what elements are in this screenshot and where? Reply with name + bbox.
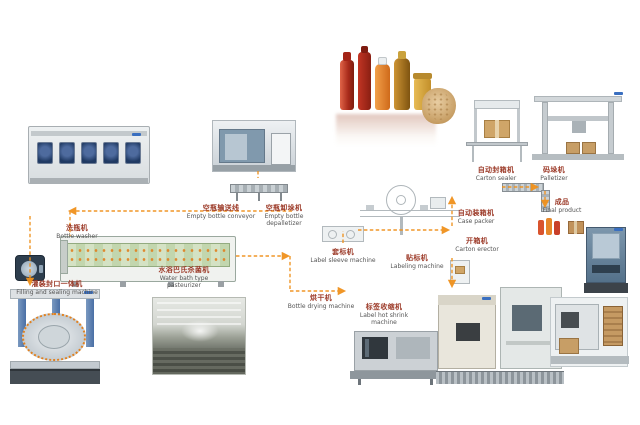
label-final-product: 成品 Final product — [542, 198, 582, 214]
carton-erector-photo — [550, 297, 629, 367]
brand-logo — [614, 228, 623, 231]
pressure-gauge-icon — [15, 255, 45, 281]
label-case-packer: 自动装箱机 Case packer — [457, 209, 495, 225]
bottles-inside — [68, 246, 228, 264]
product-bottle-icon — [554, 221, 560, 235]
product-bottles-photo — [328, 46, 448, 150]
label-filling-sealing-machine: 灌装封口一体机 Filling and sealing machine — [16, 280, 98, 296]
bottle-red-tall — [340, 60, 354, 110]
carton-erector-lineart — [449, 258, 473, 288]
label-palletizer: 码垛机 Palletizer — [540, 166, 568, 182]
label-bottle-washer-zh: 洗瓶机 — [66, 224, 88, 232]
label-labeling-machine: 贴标机 Labeling machine — [390, 254, 444, 270]
bottle-washer-machine — [28, 126, 150, 184]
inspection-conveyor-lineart — [360, 182, 460, 244]
bottles-reflection — [336, 114, 436, 146]
label-hot-shrink-machine: 标签收缩机 Label hot shrink machine — [359, 303, 409, 327]
grains-photo — [420, 86, 458, 126]
product-bottle-icon — [546, 218, 552, 235]
washer-window — [81, 142, 97, 164]
turret-circle — [386, 185, 416, 215]
label-carton-erector: 开箱机 Carton erector — [455, 237, 499, 253]
label-water-bath-pasteurizer: 水浴巴氏杀菌机 Water bath type pasteurizer — [158, 266, 210, 290]
palletizer-gripper — [572, 121, 586, 133]
packing-machine-photo — [584, 225, 628, 293]
empty-bottle-depalletizer-photo — [212, 120, 296, 172]
bottle-amber — [394, 58, 410, 110]
label-bottle-drying-machine: 烘干机 Bottle drying machine — [287, 294, 355, 310]
label-shrink-machine-photo — [350, 325, 442, 385]
carton-sealer-machine — [466, 100, 528, 164]
brand-logo — [84, 291, 93, 294]
label-sleeve-machine: 套标机 Label sleeve machine — [310, 248, 376, 264]
pasteurizer-machine — [60, 236, 236, 287]
final-product-icons — [536, 212, 588, 240]
palletizer-machine — [528, 92, 628, 164]
carton-blanks-stack — [603, 306, 623, 346]
filler-turret — [22, 313, 86, 361]
empty-bottle-conveyor-graphic — [230, 177, 288, 201]
carton-box — [559, 338, 579, 354]
bottle-orange — [375, 64, 390, 110]
carton-box — [582, 142, 596, 154]
carton-box — [566, 142, 580, 154]
pasteurizer-tunnel-photo — [152, 297, 246, 375]
label-empty-bottle-depalletizer: 空瓶卸垛机 Empty bottle depalletizer — [264, 204, 304, 228]
washer-window — [125, 142, 141, 164]
product-bottle-icon — [538, 220, 544, 235]
brand-logo — [482, 297, 491, 300]
filling-machine — [10, 289, 100, 384]
bottle-red — [358, 52, 371, 110]
washer-window — [59, 142, 75, 164]
brand-logo — [614, 92, 623, 95]
brand-logo — [132, 133, 141, 136]
label-bottle-washer: 洗瓶机 Bottle washer — [56, 224, 97, 240]
washer-window — [103, 142, 119, 164]
washer-window — [37, 142, 53, 164]
label-carton-sealer: 自动封箱机 Carton sealer — [475, 166, 517, 182]
label-bottle-washer-en: Bottle washer — [56, 232, 98, 240]
label-empty-bottle-conveyor: 空瓶输送线 Empty bottle conveyor — [186, 204, 256, 220]
